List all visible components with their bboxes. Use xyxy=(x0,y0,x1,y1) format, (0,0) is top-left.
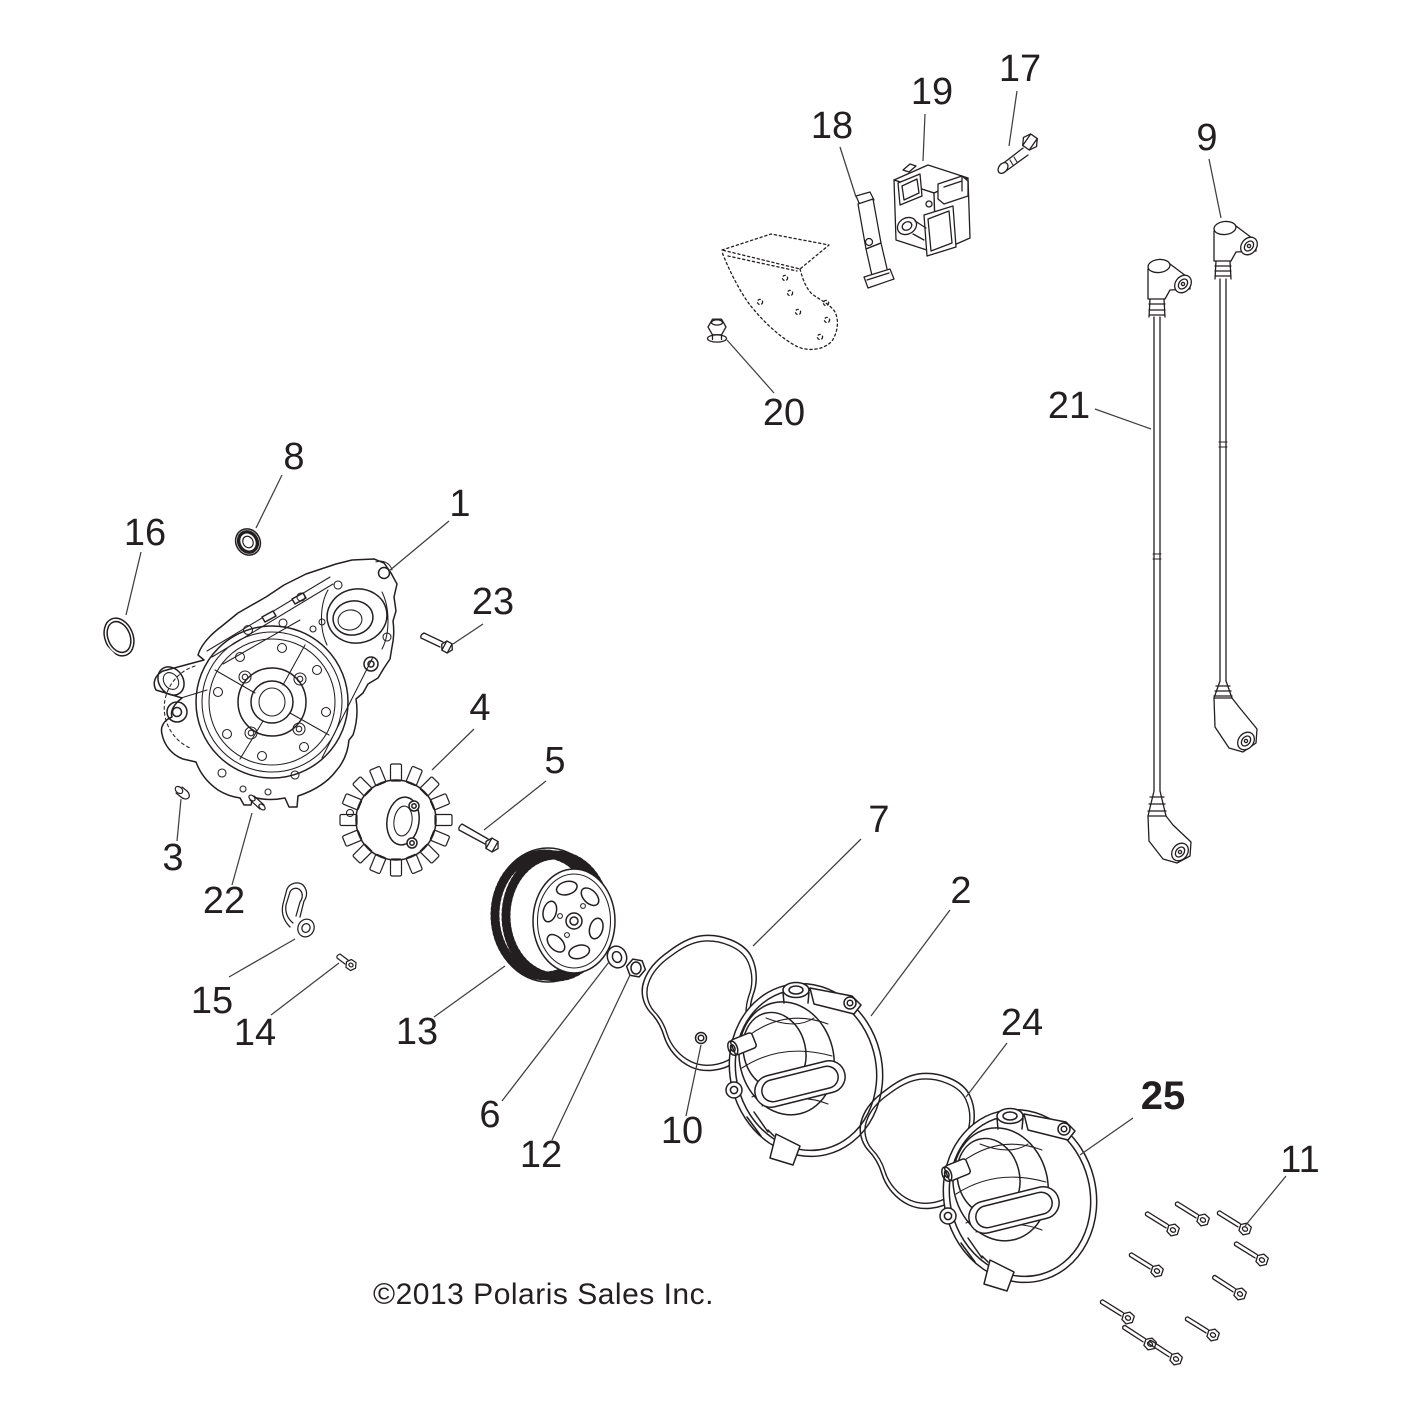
callout-label-12: 12 xyxy=(520,1134,562,1176)
leader-line-21 xyxy=(1094,408,1152,430)
leader-line-14 xyxy=(270,962,340,1016)
leader-line-12 xyxy=(551,974,631,1141)
callout-label-23: 23 xyxy=(472,581,514,623)
spark-plug-wire-rear xyxy=(1147,258,1192,864)
callout-label-8: 8 xyxy=(283,436,304,478)
leader-line-10 xyxy=(685,1044,702,1117)
stator xyxy=(339,763,453,877)
callout-label-11: 11 xyxy=(1280,1139,1319,1181)
stator-cover-front xyxy=(710,966,902,1174)
leader-line-18 xyxy=(839,146,857,198)
leader-line-8 xyxy=(255,474,283,529)
heat-shield-reference xyxy=(721,233,839,351)
leader-line-3 xyxy=(176,798,182,842)
callout-label-20: 20 xyxy=(763,392,805,434)
callout-label-17: 17 xyxy=(999,48,1041,90)
leader-line-25 xyxy=(1079,1117,1134,1156)
leader-line-13 xyxy=(433,965,506,1018)
leader-line-20 xyxy=(726,339,775,394)
flywheel-nut xyxy=(625,958,647,978)
callout-label-9: 9 xyxy=(1196,117,1217,159)
leader-line-23 xyxy=(452,623,484,645)
callout-label-22: 22 xyxy=(203,880,245,922)
leader-line-2 xyxy=(870,909,951,1017)
callout-label-4: 4 xyxy=(469,687,490,729)
gasket-dowel xyxy=(694,1031,708,1045)
callout-label-5: 5 xyxy=(544,740,565,782)
callout-label-6: 6 xyxy=(479,1094,500,1136)
callout-label-19: 19 xyxy=(911,71,953,113)
pin xyxy=(248,794,266,811)
leader-line-9 xyxy=(1208,158,1222,219)
leader-line-17 xyxy=(1008,90,1018,147)
spark-plug-wire-front xyxy=(1213,220,1258,753)
callout-label-25: 25 xyxy=(1141,1074,1186,1118)
callout-label-13: 13 xyxy=(396,1011,438,1053)
clamp-bolt xyxy=(336,953,357,972)
callout-label-24: 24 xyxy=(1001,1002,1043,1044)
leader-line-16 xyxy=(125,551,142,616)
leader-line-1 xyxy=(388,520,450,572)
cover-gasket-front xyxy=(641,934,757,1072)
callout-label-3: 3 xyxy=(162,837,183,879)
callout-label-2: 2 xyxy=(950,870,971,912)
leader-line-19 xyxy=(922,113,926,162)
callout-label-16: 16 xyxy=(124,512,166,554)
coil-bolt xyxy=(997,133,1038,175)
callout-label-21: 21 xyxy=(1048,385,1090,427)
leader-line-5 xyxy=(483,780,547,831)
callout-label-14: 14 xyxy=(234,1012,276,1054)
leader-line-6 xyxy=(501,961,610,1102)
callout-label-7: 7 xyxy=(868,799,889,841)
callout-label-15: 15 xyxy=(191,980,233,1022)
oil-seal xyxy=(234,528,262,556)
copyright-text: ©2013 Polaris Sales Inc. xyxy=(373,1278,714,1311)
leader-line-15 xyxy=(228,938,296,978)
leader-line-24 xyxy=(965,1042,1008,1098)
leader-line-7 xyxy=(752,838,862,947)
coil-bracket xyxy=(855,191,895,289)
callout-label-10: 10 xyxy=(661,1110,703,1152)
callout-label-1: 1 xyxy=(449,483,470,525)
flange-nut xyxy=(706,318,728,343)
washer xyxy=(606,945,628,969)
leader-line-22 xyxy=(231,812,253,886)
leader-line-4 xyxy=(431,728,475,771)
snap-ring xyxy=(101,617,135,662)
ignition-coil xyxy=(893,163,971,257)
case-screw xyxy=(420,632,453,654)
stator-cover-rear xyxy=(924,1092,1116,1300)
crankcase-cover xyxy=(153,558,398,808)
flywheel xyxy=(490,847,616,983)
cover-bolts xyxy=(1096,1197,1271,1368)
stator-bolt xyxy=(458,823,499,853)
dowel-pin xyxy=(174,785,190,800)
callout-label-18: 18 xyxy=(811,105,853,147)
wire-clamp xyxy=(281,882,315,938)
leader-line-11 xyxy=(1244,1175,1287,1227)
